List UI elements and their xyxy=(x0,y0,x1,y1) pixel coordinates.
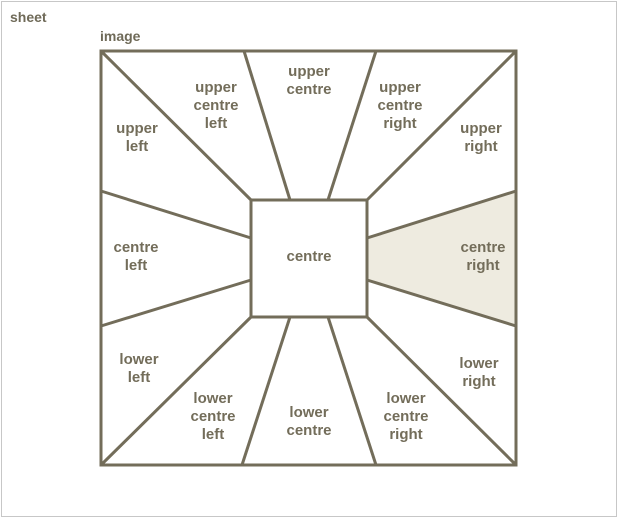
label-lower-centre-left-line: centre xyxy=(190,408,235,425)
label-lower-centre-right-line: centre xyxy=(383,408,428,425)
label-centre-left-line: centre xyxy=(113,239,158,256)
label-centre-right-line: right xyxy=(466,257,499,274)
label-lower-centre-right-line: lower xyxy=(386,390,425,407)
label-centre-right-line: centre xyxy=(460,239,505,256)
label-upper-centre-right-line: right xyxy=(383,115,416,132)
divider-top-left xyxy=(242,50,292,201)
divider-left-upper xyxy=(100,189,252,240)
divider-ll-diagonal xyxy=(99,315,253,467)
label-upper-centre-line: upper xyxy=(288,63,330,80)
label-upper-centre-right-line: upper xyxy=(379,79,421,96)
label-upper-centre-left-line: left xyxy=(205,115,228,132)
image-label: image xyxy=(100,28,141,44)
label-upper-centre-left-line: upper xyxy=(195,79,237,96)
divider-bottom-right xyxy=(326,316,378,466)
label-lower-centre-line: centre xyxy=(286,422,331,439)
divider-left-lower xyxy=(100,278,252,328)
label-upper-left-line: upper xyxy=(116,120,158,137)
label-lower-centre-line: lower xyxy=(289,404,328,421)
label-upper-centre-right-line: centre xyxy=(377,97,422,114)
divider-top-right xyxy=(326,50,378,201)
label-centre: centre xyxy=(286,248,331,265)
label-lower-right-line: right xyxy=(462,373,495,390)
label-upper-left-line: left xyxy=(126,138,149,155)
label-lower-left-line: lower xyxy=(119,351,158,368)
label-lower-centre-left-line: lower xyxy=(193,390,232,407)
label-centre-line: centre xyxy=(286,248,331,265)
divider-lr-diagonal xyxy=(365,315,518,467)
label-upper-right-line: right xyxy=(464,138,497,155)
label-lower-left-line: left xyxy=(128,369,151,386)
divider-right-upper xyxy=(366,189,517,240)
label-lower-centre-left-line: left xyxy=(202,426,225,443)
divider-right-lower xyxy=(366,278,517,328)
centre-right-highlight xyxy=(367,191,516,326)
label-upper-centre-left-line: centre xyxy=(193,97,238,114)
label-lower-right-line: lower xyxy=(459,355,498,372)
outer-border xyxy=(99,49,518,467)
divider-ur-diagonal xyxy=(365,49,518,202)
label-upper-centre-line: centre xyxy=(286,81,331,98)
divider-bottom-left xyxy=(240,316,292,466)
centre-box xyxy=(249,198,369,319)
label-centre-left-line: left xyxy=(125,257,148,274)
label-lower-centre-right-line: right xyxy=(389,426,422,443)
diagram-lines xyxy=(99,49,518,467)
label-upper-right-line: upper xyxy=(460,120,502,137)
divider-ul-diagonal xyxy=(99,49,253,202)
sheet-label: sheet xyxy=(10,9,47,25)
